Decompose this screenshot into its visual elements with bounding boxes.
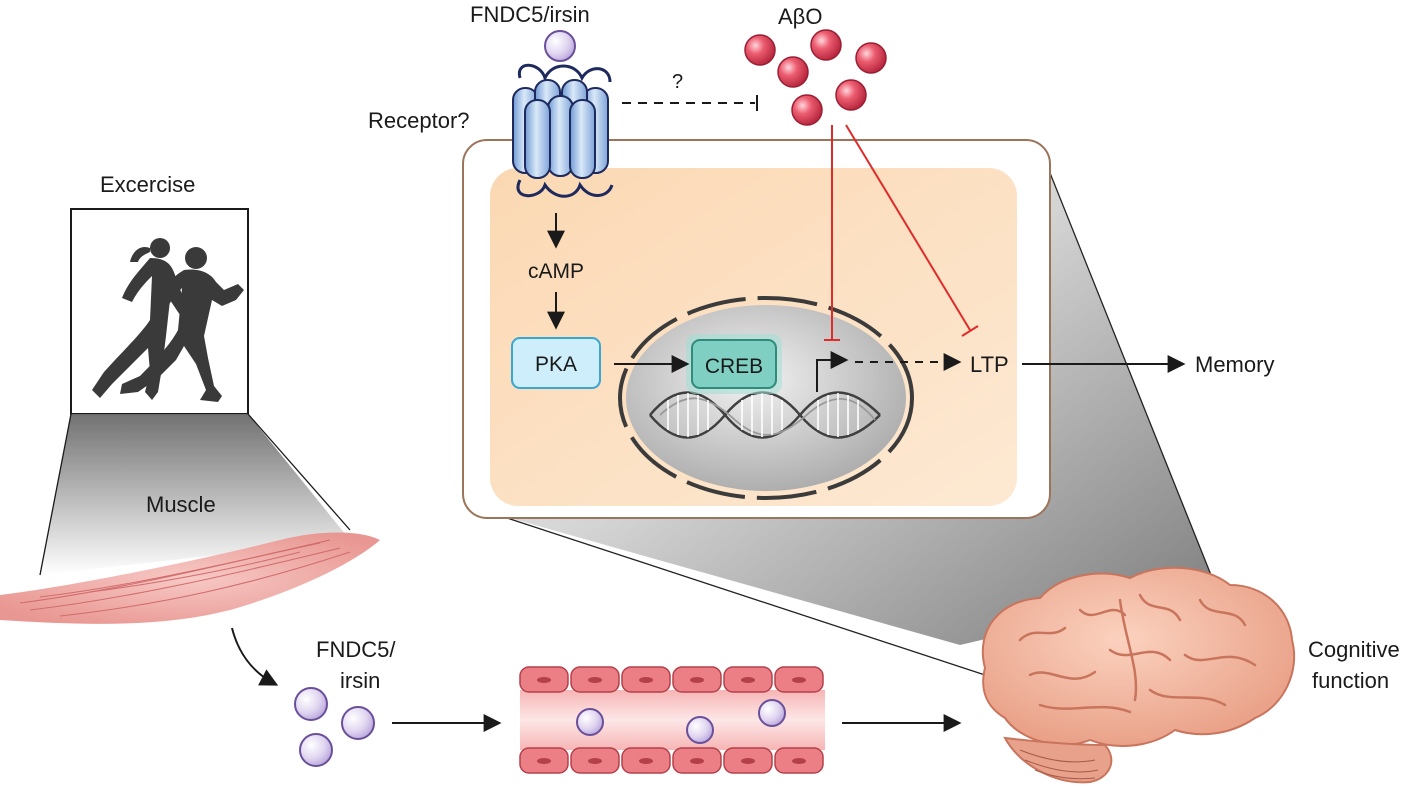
fndc5-bottom-line2: irsin (340, 668, 380, 693)
muscle-label: Muscle (146, 492, 216, 517)
zoom-line-right (1039, 147, 1216, 586)
zoom-muscle-left (39, 413, 72, 576)
zoom-line-left (491, 512, 986, 676)
creb-box (691, 339, 777, 389)
muscle-to-irisin-arrow (231, 627, 279, 686)
zoom-cone-muscle (40, 414, 350, 575)
question-label: ? (672, 71, 683, 93)
runners-icon (92, 238, 244, 402)
ltp-label: LTP (970, 352, 1009, 377)
zoom-muscle-right (247, 413, 351, 531)
nuclear-envelope (618, 296, 914, 500)
abo-label: AβO (778, 4, 822, 29)
receptor-icon (512, 63, 614, 198)
abo-icon (744, 29, 887, 126)
cognitive-line2: function (1312, 668, 1389, 693)
fndc5-top-label: FNDC5/irsin (470, 2, 590, 27)
brain-icon (981, 566, 1296, 784)
creb-label: CREB (705, 355, 763, 378)
blood-vessel-icon (519, 666, 825, 774)
irisin-icon (544, 30, 576, 62)
pka-label: PKA (535, 353, 577, 376)
pka-box (511, 337, 601, 389)
abo-inhibition-lines (824, 124, 979, 341)
cognitive-line1: Cognitive (1308, 637, 1400, 662)
receptor-label: Receptor? (368, 108, 470, 133)
camp-label: cAMP (528, 260, 584, 283)
transcription-start-arrow (816, 351, 849, 392)
irisin-cluster-icon (294, 687, 375, 767)
muscle-icon (0, 532, 380, 624)
fndc5-bottom-line1: FNDC5/ (316, 637, 396, 662)
excercise-label: Excercise (100, 172, 195, 197)
memory-label: Memory (1195, 352, 1274, 377)
